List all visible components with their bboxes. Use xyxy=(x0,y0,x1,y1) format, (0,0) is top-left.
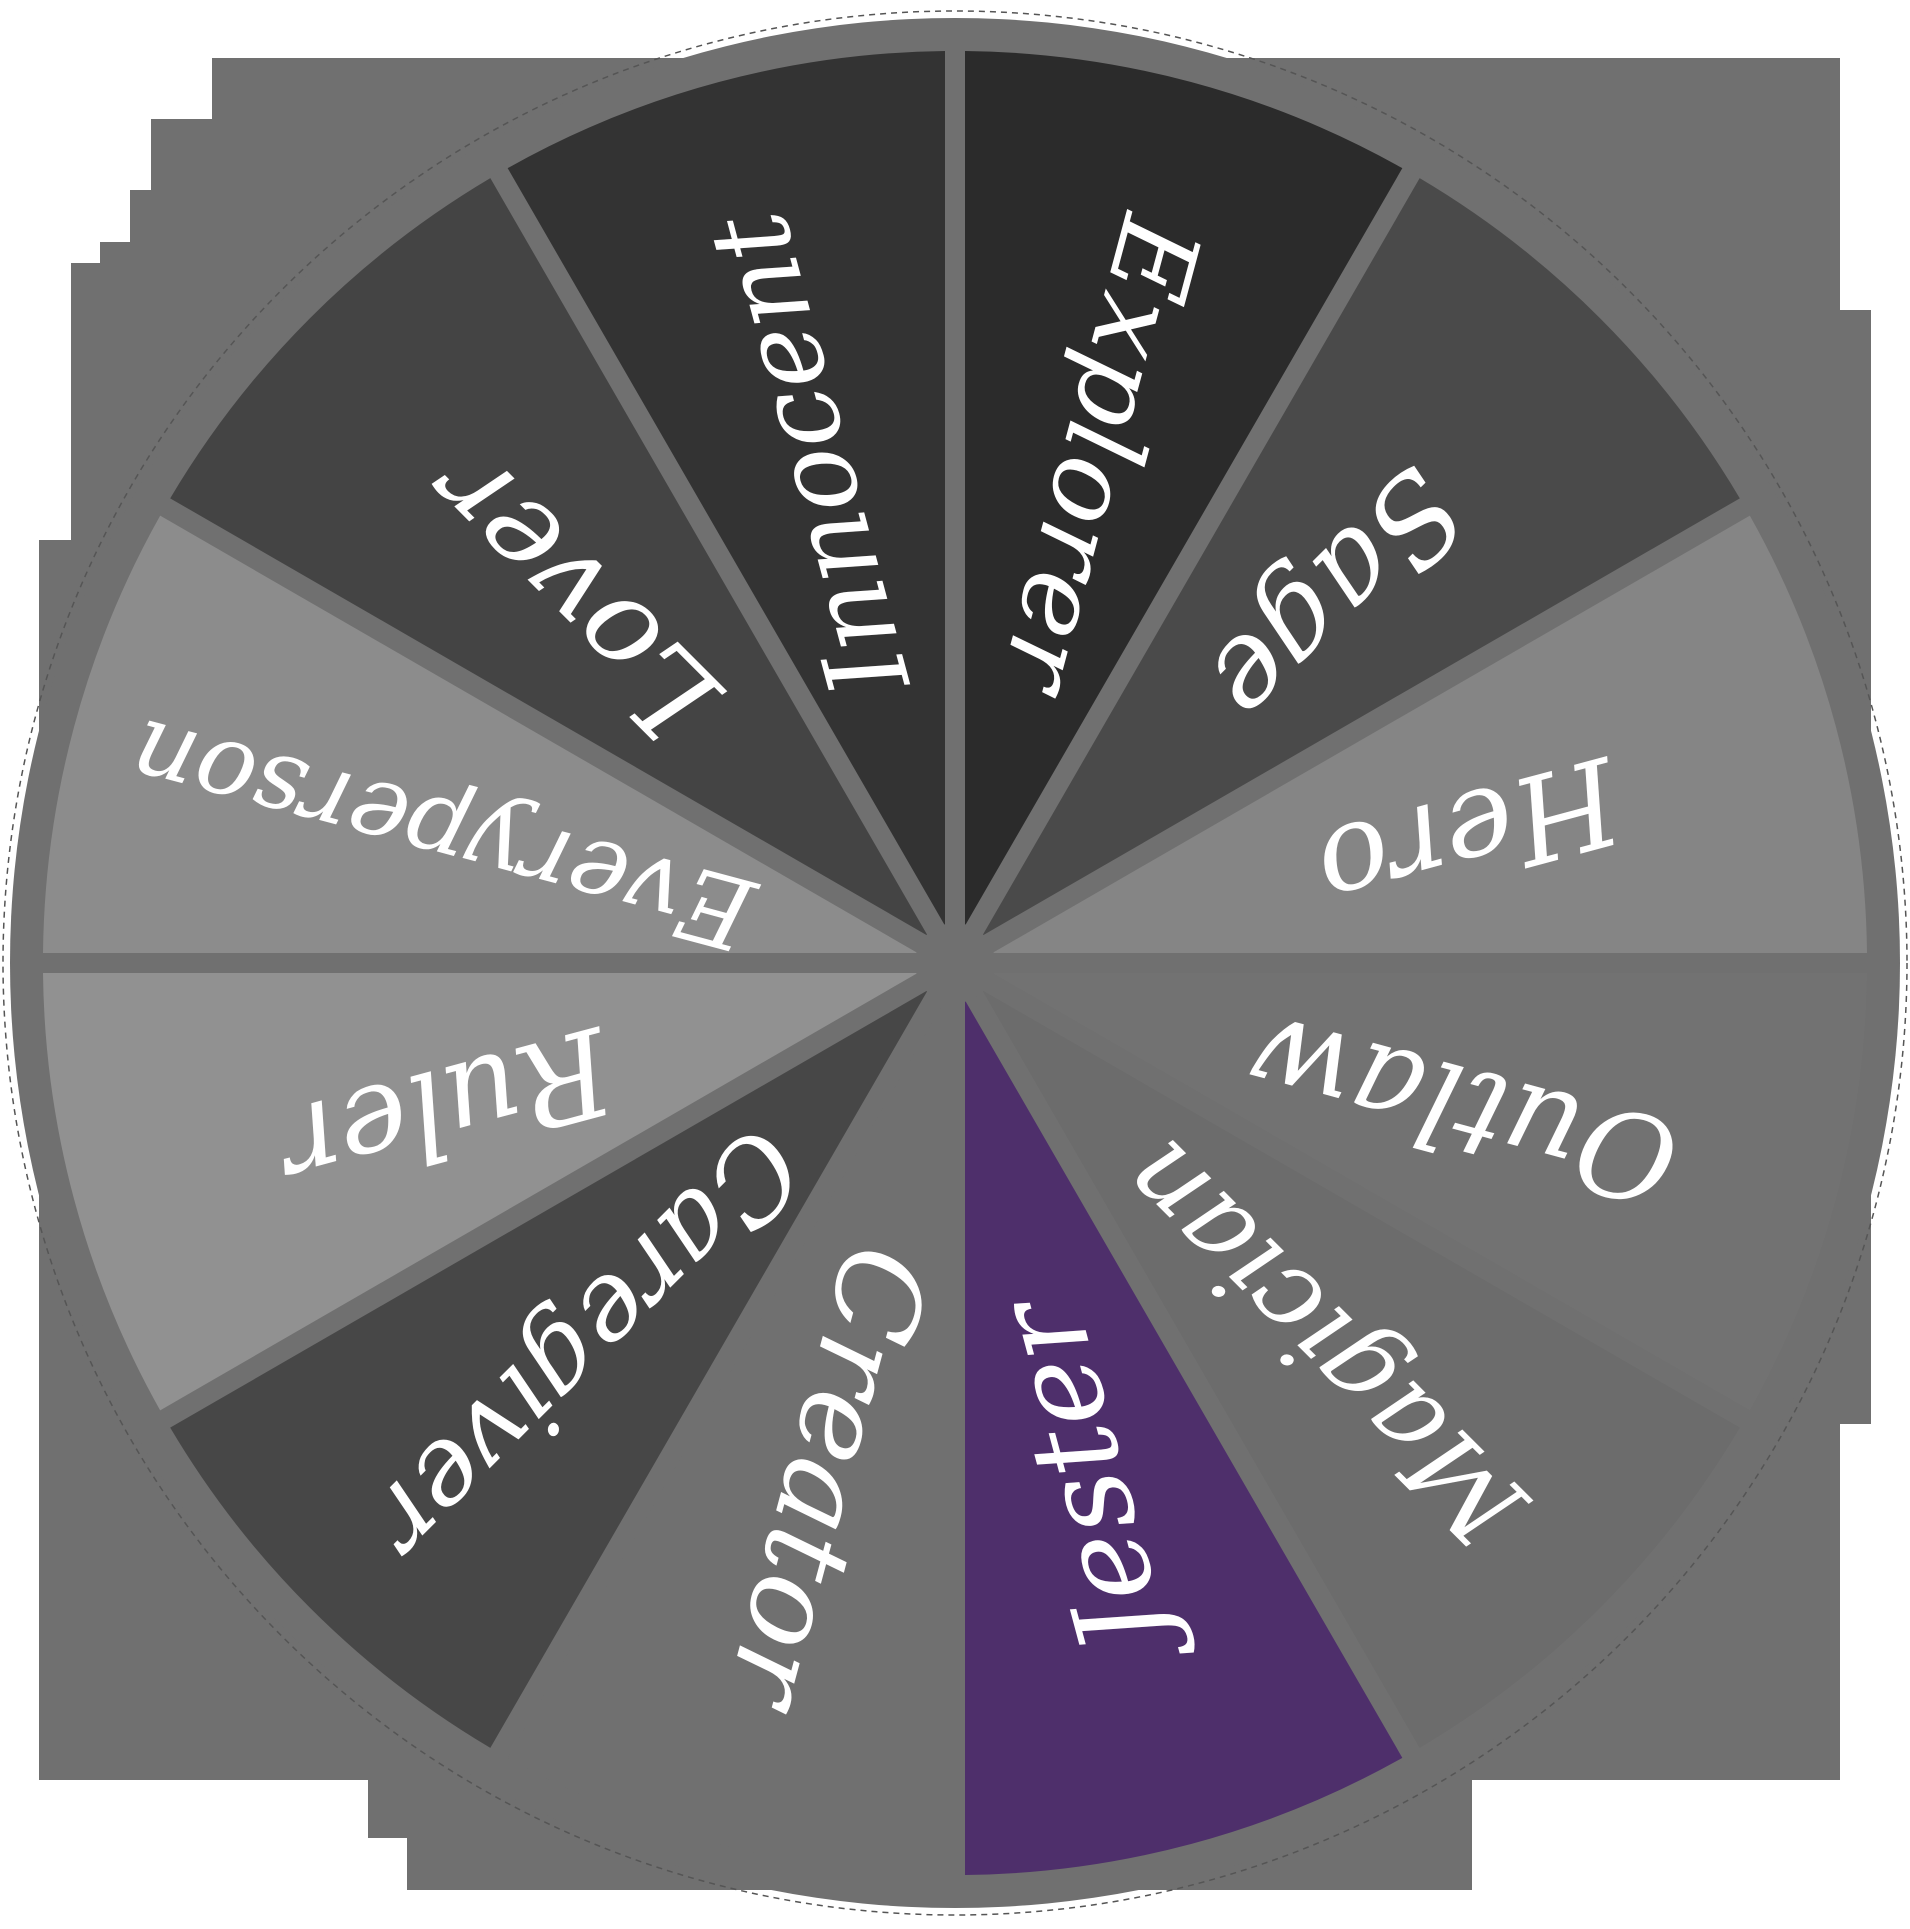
outer-guide-circle xyxy=(2,10,1908,1916)
segment-innocent xyxy=(507,51,964,963)
segment-creator xyxy=(507,963,964,1875)
segment-caregiver xyxy=(170,958,961,1748)
segment-sage xyxy=(950,178,1740,969)
segment-hero xyxy=(955,515,1867,972)
segment-lover xyxy=(170,178,961,969)
segment-magician xyxy=(950,958,1740,1748)
segment-jester xyxy=(946,963,1403,1875)
segment-explorer xyxy=(946,51,1403,963)
segment-ruler xyxy=(43,954,955,1411)
segment-outlaw xyxy=(955,954,1867,1411)
segments-group xyxy=(43,51,1867,1875)
segment-everyperson xyxy=(43,515,955,972)
center-hub xyxy=(915,923,995,1003)
